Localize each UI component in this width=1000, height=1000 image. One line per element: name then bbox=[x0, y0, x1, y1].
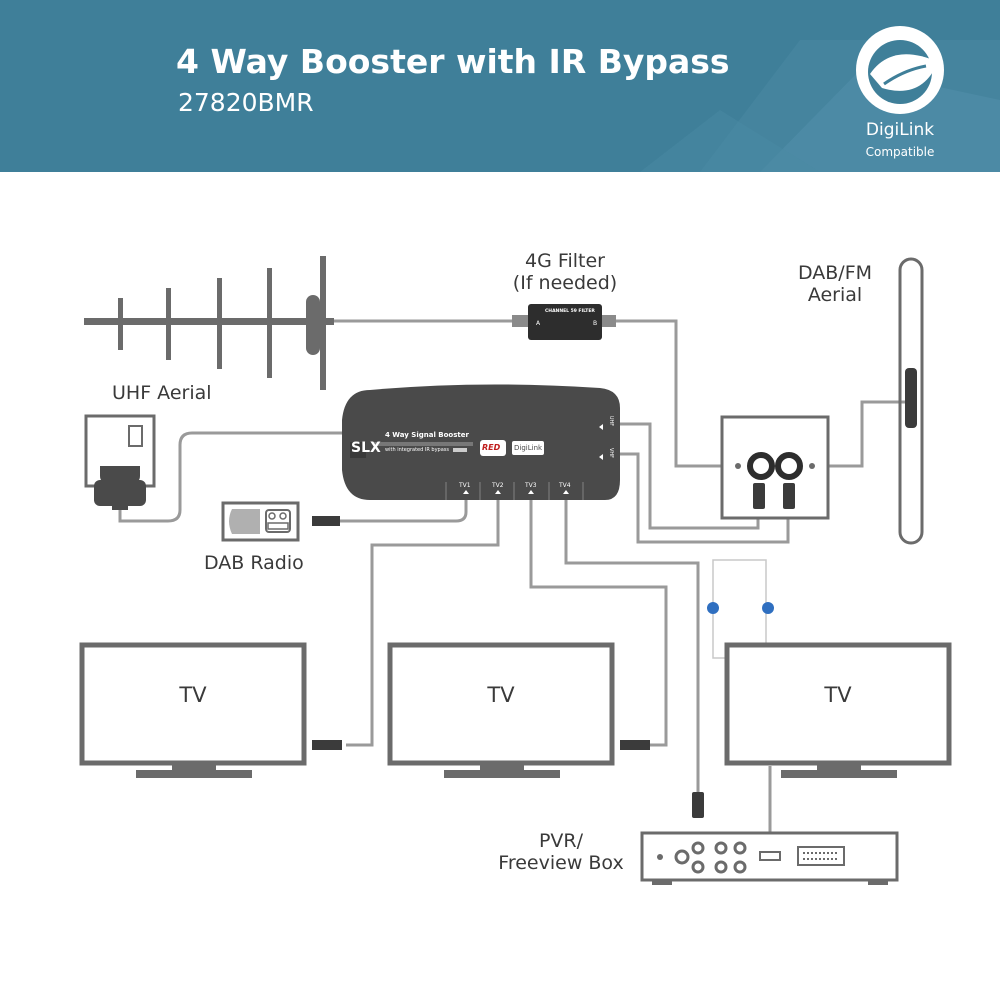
dab-radio-label: DAB Radio bbox=[204, 552, 304, 574]
mains-socket-icon bbox=[84, 414, 156, 510]
wall-plate-icon bbox=[720, 415, 830, 520]
cable-uhf-port bbox=[608, 422, 760, 530]
filter-sublabel: (If needed) bbox=[512, 272, 618, 294]
tv-right-icon bbox=[724, 642, 952, 778]
dab-aerial-icon bbox=[898, 257, 924, 545]
pvr-box-icon bbox=[640, 792, 899, 885]
digilink-logo-icon bbox=[856, 26, 944, 114]
filter-device-label: CHANNEL 59 FILTER bbox=[545, 309, 595, 314]
cable-mains bbox=[118, 431, 345, 523]
port-tv4-label: TV4 bbox=[559, 482, 571, 489]
badge-line-1: DigiLink bbox=[865, 120, 935, 140]
ir-dot-left bbox=[707, 602, 719, 614]
tv-middle-label: TV bbox=[487, 683, 515, 707]
filter-port-a: A bbox=[536, 320, 541, 327]
filter-label: 4G Filter bbox=[525, 250, 605, 272]
pvr-label-1: PVR/ bbox=[538, 830, 584, 852]
tv-left-label: TV bbox=[179, 683, 207, 707]
tv-middle-icon bbox=[387, 642, 650, 778]
tv-left-icon bbox=[79, 642, 342, 778]
cables bbox=[118, 319, 910, 853]
port-tv2-label: TV2 bbox=[492, 482, 504, 489]
cable-tv2-to-tv1 bbox=[346, 500, 500, 747]
cable-tv4-to-pvr bbox=[564, 500, 700, 792]
device-subtitle: with integrated IR bypass bbox=[385, 447, 450, 453]
uhf-aerial-label: UHF Aerial bbox=[112, 382, 212, 404]
model-number: 27820BMR bbox=[178, 88, 314, 117]
pvr-label-2: Freeview Box bbox=[498, 852, 624, 874]
4g-filter-icon bbox=[512, 304, 616, 340]
port-vhf-label: VHF bbox=[608, 447, 615, 459]
dab-aerial-label-2: Aerial bbox=[807, 284, 863, 306]
port-tv3-label: TV3 bbox=[525, 482, 537, 489]
device-digilink-label: DigiLink bbox=[514, 444, 543, 452]
port-uhf-label: UHF bbox=[608, 415, 615, 427]
uhf-aerial-icon bbox=[84, 256, 334, 390]
dab-aerial-label-1: DAB/FM bbox=[797, 262, 873, 284]
dab-radio-icon bbox=[221, 501, 340, 542]
tv-right-label: TV bbox=[824, 683, 852, 707]
booster-device bbox=[342, 384, 620, 500]
device-brand: SLX bbox=[351, 440, 381, 456]
device-name: 4 Way Signal Booster bbox=[385, 431, 469, 439]
cable-filter-to-wallplate bbox=[614, 319, 735, 468]
port-tv1-label: TV1 bbox=[459, 482, 471, 489]
cable-tv3-to-tv2 bbox=[529, 500, 668, 747]
filter-port-b: B bbox=[593, 320, 598, 327]
ir-dot-right bbox=[762, 602, 774, 614]
red-badge: RED bbox=[482, 443, 501, 452]
cable-dab-to-wallplate bbox=[814, 400, 910, 468]
cable-vhf-port bbox=[608, 452, 790, 544]
header-banner: 4 Way Booster with IR Bypass 27820BMR Di… bbox=[0, 0, 1000, 172]
page-title: 4 Way Booster with IR Bypass bbox=[176, 42, 730, 81]
badge-line-2: Compatible bbox=[865, 145, 935, 159]
cable-tv1-to-dab bbox=[338, 500, 468, 523]
